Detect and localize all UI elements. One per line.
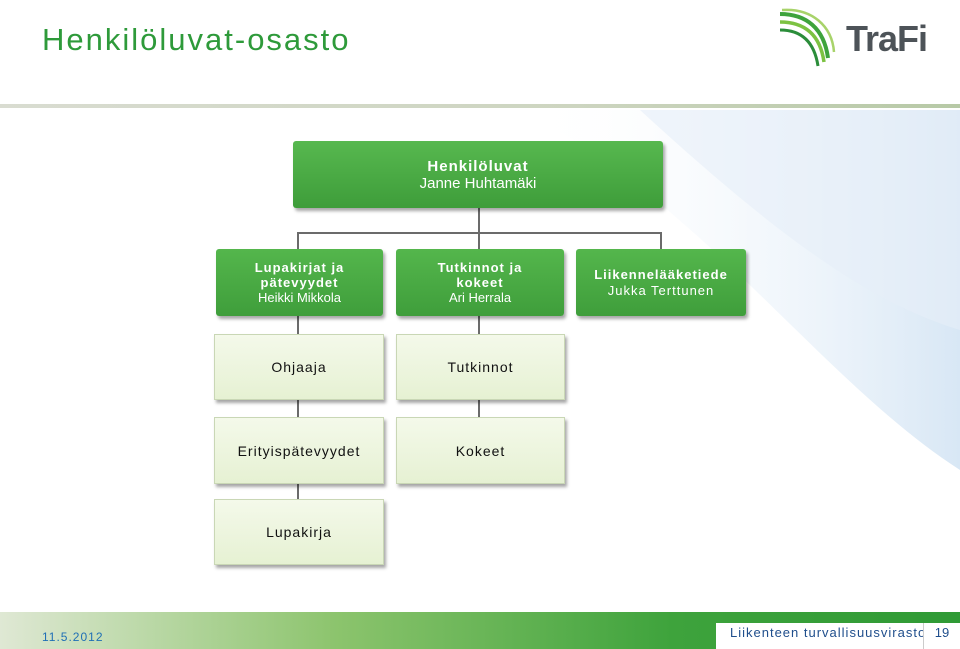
unit-person: Ari Herrala [448, 290, 512, 305]
subunit-label: Erityispätevyydet [237, 442, 361, 459]
unit-title: Lupakirjat ja [254, 260, 345, 275]
subunit-box: Tutkinnot [396, 334, 565, 400]
unit-title: kokeet [456, 275, 504, 290]
connector [478, 400, 480, 417]
page-number: 19 [923, 623, 960, 649]
unit-title: Liikennelääketiede [594, 266, 728, 282]
unit-title: Tutkinnot ja [437, 260, 523, 275]
unit-box-licences: Lupakirjat ja pätevyydet Heikki Mikkola [216, 249, 383, 316]
connector [297, 484, 299, 499]
root-title: Henkilöluvat [427, 157, 529, 175]
connector [297, 400, 299, 417]
connector [297, 316, 299, 334]
subunit-box: Lupakirja [214, 499, 384, 565]
subunit-label: Tutkinnot [447, 359, 514, 375]
footer-agency: Liikenteen turvallisuusvirasto [716, 623, 942, 649]
connector [660, 232, 662, 249]
subunit-label: Lupakirja [266, 524, 332, 540]
root-person: Janne Huhtamäki [419, 174, 537, 192]
slide-title: Henkilöluvat-osasto [42, 22, 351, 57]
unit-title: pätevyydet [260, 275, 339, 290]
subunit-box: Ohjaaja [214, 334, 384, 400]
subunit-label: Ohjaaja [271, 359, 327, 375]
logo-text: TraFi [846, 18, 928, 59]
connector [478, 232, 480, 249]
connector [297, 232, 299, 249]
connector [478, 316, 480, 334]
unit-box-exams: Tutkinnot ja kokeet Ari Herrala [396, 249, 564, 316]
trafi-logo-icon [779, 8, 836, 67]
org-root-box: Henkilöluvat Janne Huhtamäki [293, 141, 663, 208]
unit-person: Heikki Mikkola [257, 290, 342, 305]
subunit-box: Erityispätevyydet [214, 417, 384, 484]
subunit-box: Kokeet [396, 417, 565, 484]
subunit-label: Kokeet [455, 442, 506, 459]
header-divider [0, 104, 960, 108]
unit-box-medicine: Liikennelääketiede Jukka Terttunen [576, 249, 746, 316]
footer-date: 11.5.2012 [42, 630, 104, 644]
connector [478, 208, 480, 233]
unit-person: Jukka Terttunen [607, 282, 715, 298]
